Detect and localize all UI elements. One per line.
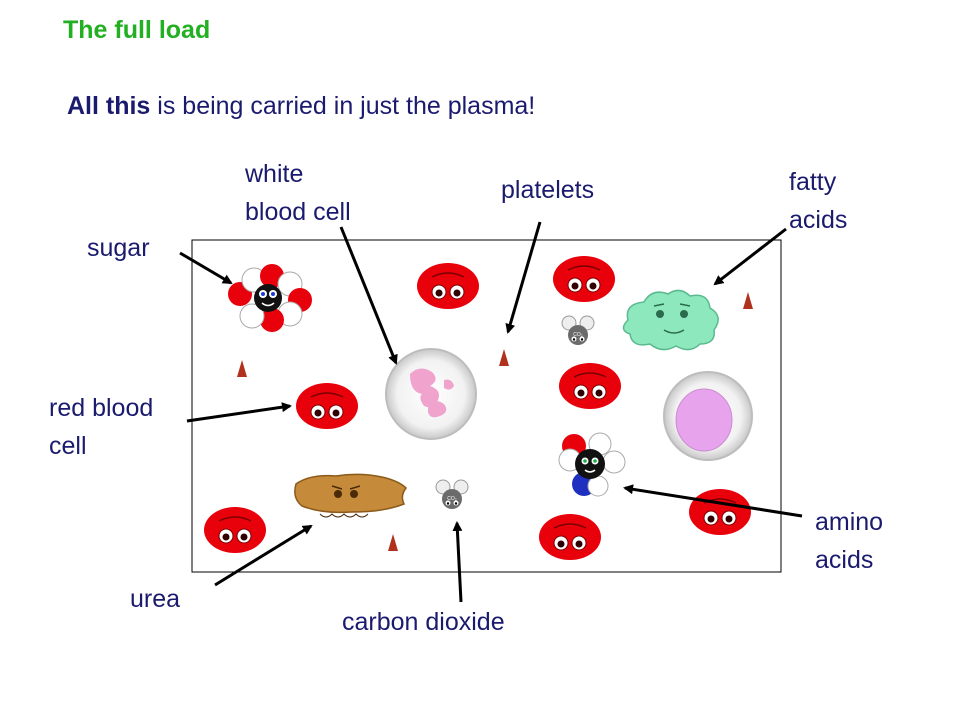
subtitle-text: is being carried in just the plasma! [150, 92, 536, 120]
slide-title: The full load [63, 16, 211, 44]
carbon-dioxide-molecule: CO₂ [561, 315, 595, 346]
red-blood-cell [552, 255, 616, 303]
red-blood-cell [416, 262, 480, 310]
amino-acids-arrow [623, 484, 803, 518]
platelet [499, 349, 509, 366]
slide-subtitle: All this is being carried in just the pl… [67, 92, 535, 121]
label-fatty-acids: fatty acids [789, 163, 847, 239]
platelets-arrow [505, 221, 542, 334]
label-red-blood-cell: red blood cell [49, 389, 153, 465]
red-blood-cell [538, 513, 602, 561]
label-white-blood-cell-line2: blood cell [245, 198, 351, 226]
label-fatty-acids-line1: fatty [789, 168, 837, 196]
svg-text:CO₂: CO₂ [573, 332, 583, 338]
red-blood-cell [203, 506, 267, 554]
label-fatty-acids-line2: acids [789, 206, 848, 234]
label-amino-acids-line2: acids [815, 546, 874, 574]
label-urea: urea [130, 585, 181, 613]
red-blood-cell [295, 382, 359, 430]
label-white-blood-cell: white blood cell [245, 155, 351, 231]
subtitle-emphasis: All this [67, 92, 151, 120]
label-carbon-dioxide: carbon dioxide [342, 608, 505, 636]
platelet [388, 534, 398, 551]
white-blood-cell-arrow [339, 226, 398, 365]
platelet [237, 360, 247, 377]
white-blood-cell [385, 348, 477, 440]
label-white-blood-cell-line1: white [245, 160, 304, 188]
amino-acid [558, 432, 626, 497]
white-blood-cell-large [663, 371, 753, 461]
carbon-dioxide-arrow [452, 521, 463, 603]
label-red-blood-cell-line1: red blood [49, 394, 154, 422]
red-blood-cell [558, 362, 622, 410]
red-blood-cell-arrow [186, 402, 292, 423]
fatty-acids-arrow [713, 227, 787, 286]
urea-molecule [294, 473, 407, 518]
sugar-molecule [228, 264, 312, 332]
label-sugar: sugar [87, 234, 150, 262]
label-amino-acids-line1: amino [815, 508, 884, 536]
label-amino-acids: amino acids [815, 503, 883, 579]
svg-text:CO₂: CO₂ [447, 496, 457, 502]
sugar-arrow [179, 251, 233, 285]
red-blood-cell [688, 488, 752, 536]
carbon-dioxide-molecule: CO₂ [435, 479, 469, 510]
fatty-acid [622, 289, 719, 351]
urea-arrow [214, 524, 313, 587]
label-red-blood-cell-line2: cell [49, 432, 87, 460]
platelet [743, 292, 753, 309]
label-platelets: platelets [501, 176, 595, 204]
